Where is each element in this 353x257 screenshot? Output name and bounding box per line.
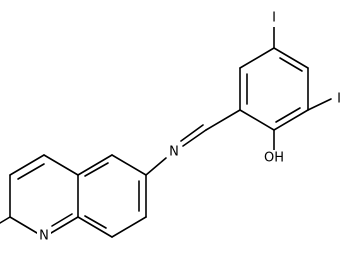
bond-ch-n-2 [180, 124, 204, 142]
bond [273, 109, 309, 131]
label-iodine-right: I [333, 91, 345, 107]
bond [50, 216, 79, 234]
ring-nitrogen-label: N [39, 229, 49, 244]
double-bond-inner [275, 107, 301, 123]
double-bond-inner [51, 213, 73, 227]
iodine-right-label: I [337, 92, 341, 107]
bond-n-quinoline [145, 157, 167, 176]
bond [77, 216, 113, 238]
bond [43, 154, 79, 176]
bond-ring-ch [205, 109, 241, 131]
hydroxyl-label: OH [264, 151, 284, 166]
quinoline-pyridine-ring [9, 154, 79, 234]
bond-c-i-right [307, 98, 332, 111]
double-bond-inner [84, 162, 109, 177]
bond-ch-n-1 [182, 129, 207, 147]
label-ring-nitrogen: N [37, 228, 51, 244]
bond [111, 216, 147, 238]
double-bond-inner [84, 215, 107, 229]
bond [239, 47, 275, 69]
bond [9, 154, 45, 176]
label-hydroxyl: OH [261, 150, 287, 166]
quinoline-benzo-ring [77, 154, 147, 238]
label-iodine-top: I [268, 11, 280, 27]
double-bond-inner [17, 163, 45, 180]
phenol-ring [239, 47, 309, 131]
imine-nitrogen-label: N [169, 145, 179, 160]
iodine-top-label: I [272, 11, 276, 26]
bond [273, 47, 309, 69]
bond [9, 216, 38, 234]
bond [111, 154, 147, 176]
double-bond-inner [279, 57, 303, 72]
bond-methyl [0, 216, 11, 224]
label-imine-nitrogen: N [167, 144, 181, 160]
bond [239, 109, 275, 131]
bond [77, 154, 113, 176]
